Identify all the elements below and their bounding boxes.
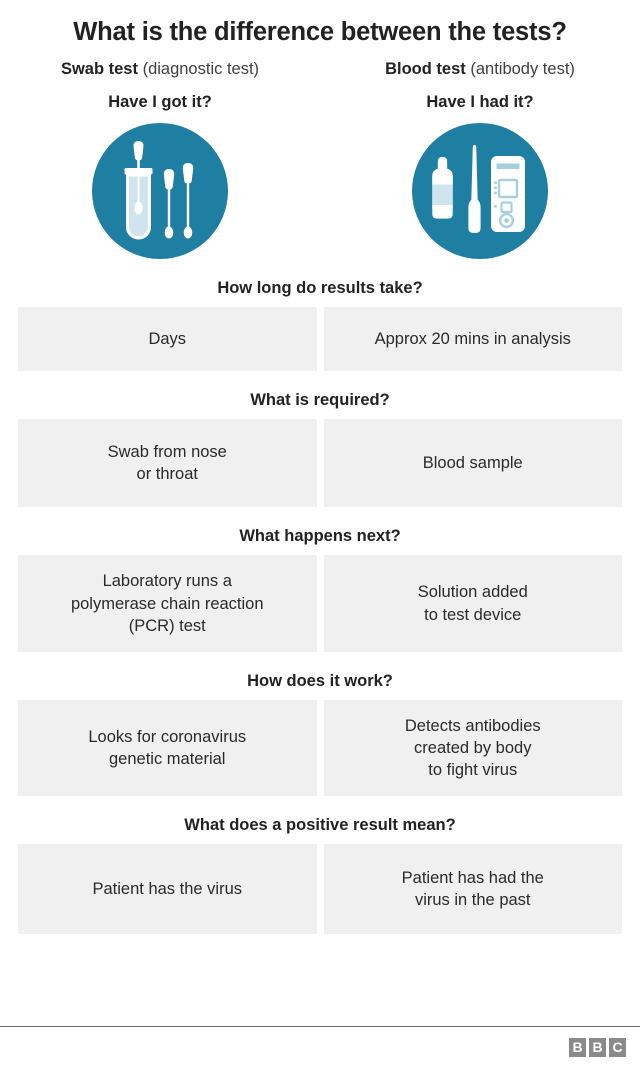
icon-cell-blood <box>320 123 640 260</box>
section-heading-results-time: How long do results take? <box>217 279 423 298</box>
cell-blood-results-time: Approx 20 mins in analysis <box>323 307 622 372</box>
cell-blood-required: Blood sample <box>323 419 622 508</box>
bbc-logo: B B C <box>569 1038 626 1057</box>
cell-swab-results-time: Days <box>18 307 317 372</box>
section-positive-result: What does a positive result mean? Patien… <box>0 816 640 935</box>
footer-divider <box>0 1026 640 1027</box>
column-header-blood: Blood test (antibody test) Have I had it… <box>320 59 640 113</box>
column-title-swab: Swab test (diagnostic test) <box>0 59 320 80</box>
column-header-swab: Swab test (diagnostic test) Have I got i… <box>0 59 320 113</box>
bbc-logo-letter-2: B <box>589 1038 606 1057</box>
cell-swab-positive-result: Patient has the virus <box>18 844 317 935</box>
column-title-blood-paren: (antibody test) <box>465 59 575 78</box>
section-results-time: How long do results take? Days Approx 20… <box>0 279 640 372</box>
icon-cell-swab <box>0 123 320 260</box>
blood-icon-circle <box>412 123 548 260</box>
blood-test-kit-icon <box>432 145 525 234</box>
row-positive-result: Patient has the virus Patient has had th… <box>0 844 640 935</box>
section-heading-positive-result: What does a positive result mean? <box>184 816 456 835</box>
test-tube-swab-icon <box>124 141 194 240</box>
column-title-blood: Blood test (antibody test) <box>320 59 640 80</box>
row-results-time: Days Approx 20 mins in analysis <box>0 307 640 372</box>
bbc-logo-letter-3: C <box>609 1038 626 1057</box>
column-title-blood-bold: Blood test <box>385 59 466 78</box>
column-question-swab: Have I got it? <box>108 93 212 112</box>
section-heading-how-it-works: How does it work? <box>247 672 393 691</box>
column-question-blood: Have I had it? <box>426 93 534 112</box>
swab-icon-circle <box>92 123 228 260</box>
page-title: What is the difference between the tests… <box>73 18 567 46</box>
column-headers: Swab test (diagnostic test) Have I got i… <box>0 59 640 113</box>
column-title-swab-paren: (diagnostic test) <box>137 59 260 78</box>
icon-circles-row <box>0 123 640 260</box>
column-title-swab-bold: Swab test <box>60 59 138 78</box>
footer: B B C <box>0 1026 640 1068</box>
section-heading-next: What happens next? <box>239 527 401 546</box>
section-heading-required: What is required? <box>250 391 390 410</box>
bbc-logo-letter-1: B <box>569 1038 586 1057</box>
